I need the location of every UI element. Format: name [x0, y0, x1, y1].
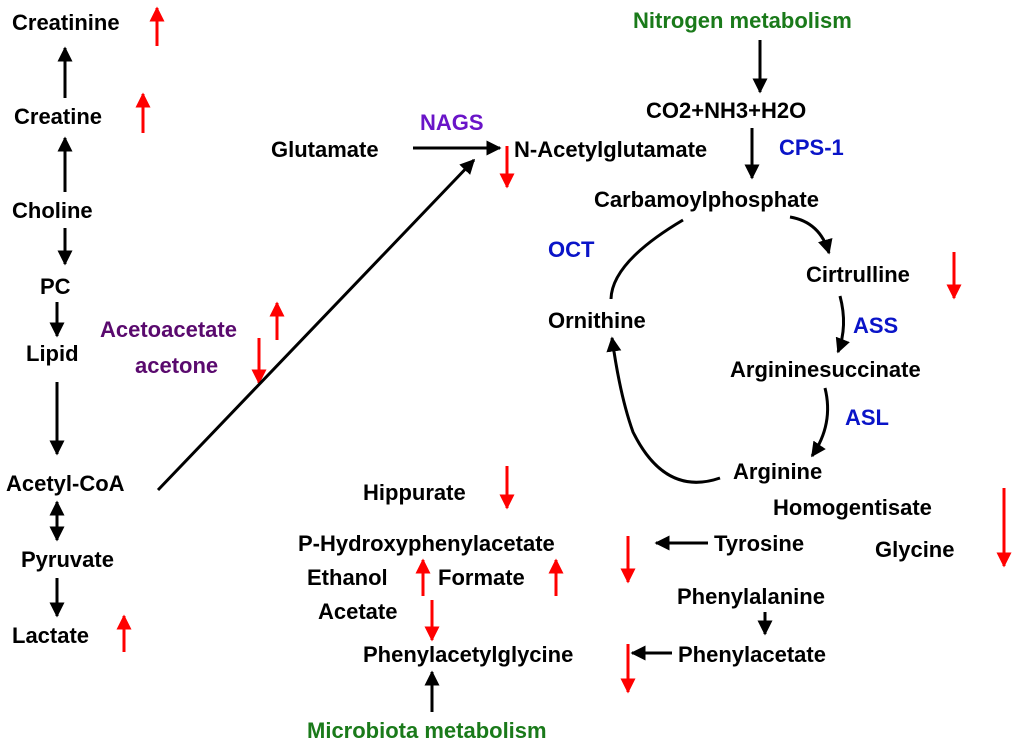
arginine-label: Arginine	[733, 459, 822, 484]
carbamoylphosphate-to-citrulline-arrow	[789, 215, 833, 255]
oct-enzyme-label: OCT	[548, 237, 595, 262]
tyrosine-label: Tyrosine	[714, 531, 804, 556]
homogentisate-label: Homogentisate	[773, 495, 932, 520]
citrulline-label: Cirtrulline	[806, 262, 910, 287]
arginine-to-ornithine-arrow	[606, 336, 721, 484]
lactate-label: Lactate	[12, 623, 89, 648]
pc-label: PC	[40, 274, 71, 299]
hippurate-label: Hippurate	[363, 480, 466, 505]
asl-enzyme-label: ASL	[845, 405, 889, 430]
nitrogen-metabolism-label: Nitrogen metabolism	[633, 8, 852, 33]
argininosuccinate-label: Argininesuccinate	[730, 357, 921, 382]
ornithine-to-carbamoylphosphate-curve	[609, 218, 684, 300]
ethanol-label: Ethanol	[307, 565, 388, 590]
carbamoylphosphate-label: Carbamoylphosphate	[594, 187, 819, 212]
acetyl-coa-to-n-acetylglutamate-arrow	[156, 158, 476, 492]
pyruvate-label: Pyruvate	[21, 547, 114, 572]
choline-label: Choline	[12, 198, 93, 223]
cps1-enzyme-label: CPS-1	[779, 135, 844, 160]
lipid-label: Lipid	[26, 341, 79, 366]
phenylalanine-label: Phenylalanine	[677, 584, 825, 609]
argininosuccinate-to-arginine-arrow	[810, 387, 830, 458]
acetoacetate-label: Acetoacetate	[100, 317, 237, 342]
co2-nh3-h2o-label: CO2+NH3+H2O	[646, 98, 806, 123]
n-acetylglutamate-label: N-Acetylglutamate	[514, 137, 707, 162]
ornithine-label: Ornithine	[548, 308, 646, 333]
nags-enzyme-label: NAGS	[420, 110, 484, 135]
acetyl-coa-label: Acetyl-CoA	[6, 471, 125, 496]
creatinine-label: Creatinine	[12, 10, 120, 35]
citrulline-to-argininosuccinate-arrow	[835, 295, 850, 354]
phenylacetylglycine-label: Phenylacetylglycine	[363, 642, 573, 667]
creatine-label: Creatine	[14, 104, 102, 129]
glycine-label: Glycine	[875, 537, 954, 562]
phenylacetate-label: Phenylacetate	[678, 642, 826, 667]
glutamate-label: Glutamate	[271, 137, 379, 162]
acetone-label: acetone	[135, 353, 218, 378]
ass-enzyme-label: ASS	[853, 313, 898, 338]
acetate-label: Acetate	[318, 599, 397, 624]
p-hydroxyphenylacetate-label: P-Hydroxyphenylacetate	[298, 531, 555, 556]
formate-label: Formate	[438, 565, 525, 590]
microbiota-metabolism-label: Microbiota metabolism	[307, 718, 547, 743]
